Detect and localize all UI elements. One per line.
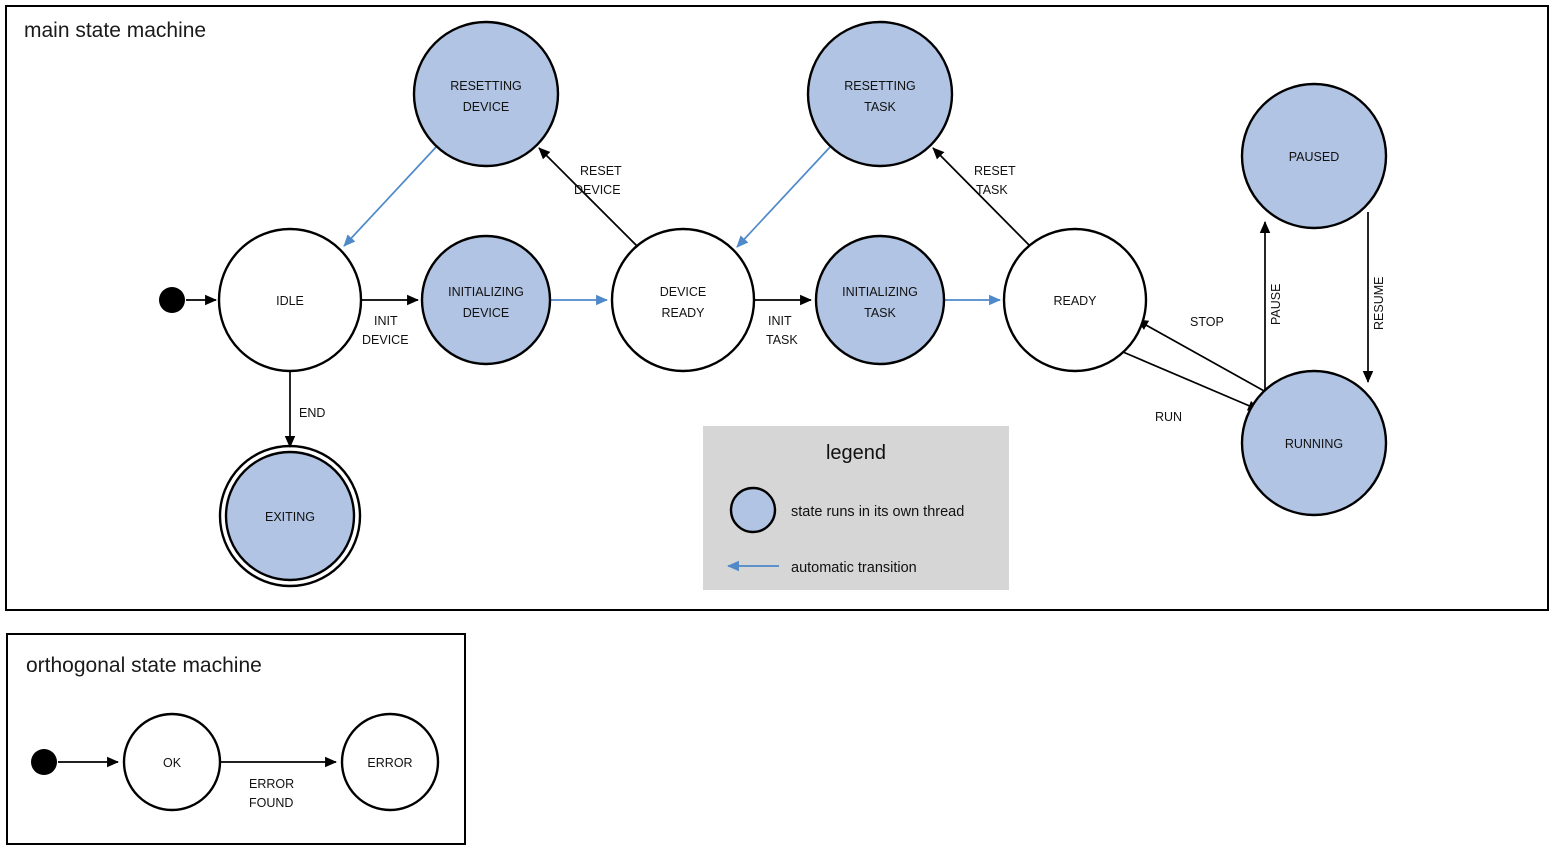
state-label-initializing-device-line2: DEVICE <box>463 306 510 320</box>
state-node-initializing-device[interactable]: INITIALIZING DEVICE <box>420 234 552 366</box>
transition-device-ready-to-resetting-device <box>538 147 638 247</box>
transition-resetting-task-to-device-ready <box>736 145 832 248</box>
edge-label-reset-device-line1: RESET <box>580 164 622 178</box>
state-node-ok[interactable]: OK <box>122 712 222 812</box>
edge-label-error-found-line2: FOUND <box>249 796 293 810</box>
edge-label-pause: PAUSE <box>1269 284 1283 325</box>
edge-label-resume: RESUME <box>1372 277 1386 330</box>
transition-ready-to-running <box>1122 351 1260 411</box>
state-node-initializing-task[interactable]: INITIALIZING TASK <box>814 234 946 366</box>
state-label-idle: IDLE <box>276 294 304 308</box>
state-label-error: ERROR <box>367 756 412 770</box>
state-node-ready[interactable]: READY <box>1002 227 1148 373</box>
transition-resetting-device-to-idle <box>343 145 438 247</box>
legend-auto-transition-text: automatic transition <box>791 560 917 576</box>
state-label-initializing-task-line1: INITIALIZING <box>842 285 918 299</box>
state-node-paused[interactable]: PAUSED <box>1240 82 1388 230</box>
state-node-resetting-device[interactable]: RESETTING DEVICE <box>412 20 560 168</box>
state-node-running[interactable]: RUNNING <box>1240 369 1388 517</box>
state-label-running: RUNNING <box>1285 437 1343 451</box>
state-label-initializing-task-line2: TASK <box>864 306 896 320</box>
state-label-resetting-device-line1: RESETTING <box>450 79 522 93</box>
state-node-resetting-task[interactable]: RESETTING TASK <box>806 20 954 168</box>
state-label-resetting-task-line2: TASK <box>864 100 896 114</box>
state-label-resetting-device-line2: DEVICE <box>463 100 510 114</box>
state-label-initializing-device-line1: INITIALIZING <box>448 285 524 299</box>
state-label-device-ready-line1: DEVICE <box>660 285 707 299</box>
edge-label-init-device-line1: INIT <box>374 314 398 328</box>
edge-label-reset-device-line2: DEVICE <box>574 183 621 197</box>
final-state-outer-ring <box>218 444 362 588</box>
edge-label-init-task-line2: TASK <box>766 333 798 347</box>
edge-label-reset-task-line2: TASK <box>976 183 1008 197</box>
state-label-device-ready-line2: READY <box>661 306 705 320</box>
transition-running-to-ready <box>1136 319 1267 393</box>
transition-ready-to-resetting-task <box>932 147 1031 247</box>
state-node-device-ready[interactable]: DEVICE READY <box>610 227 756 373</box>
edge-label-run: RUN <box>1155 410 1182 424</box>
orthogonal-initial-state-marker <box>31 749 57 775</box>
initial-state-marker <box>159 287 185 313</box>
legend-title: legend <box>826 442 886 464</box>
legend: legend state runs in its own thread auto… <box>703 426 1009 590</box>
legend-threaded-state-swatch <box>729 486 777 534</box>
state-node-idle[interactable]: IDLE <box>217 227 363 373</box>
main-state-machine-title: main state machine <box>24 19 206 42</box>
edge-label-init-device-line2: DEVICE <box>362 333 409 347</box>
edge-label-end: END <box>299 406 325 420</box>
state-node-error[interactable]: ERROR <box>340 712 440 812</box>
edge-label-reset-task-line1: RESET <box>974 164 1016 178</box>
state-label-resetting-task-line1: RESETTING <box>844 79 916 93</box>
edge-label-error-found-line1: ERROR <box>249 777 294 791</box>
edge-label-init-task-line1: INIT <box>768 314 792 328</box>
edge-label-stop: STOP <box>1190 315 1224 329</box>
state-node-exiting[interactable]: EXITING <box>218 444 362 588</box>
legend-threaded-state-text: state runs in its own thread <box>791 504 964 520</box>
state-label-exiting: EXITING <box>265 510 315 524</box>
state-label-paused: PAUSED <box>1289 150 1339 164</box>
orthogonal-state-machine-title: orthogonal state machine <box>26 654 262 677</box>
state-label-ready: READY <box>1053 294 1097 308</box>
state-label-ok: OK <box>163 756 182 770</box>
